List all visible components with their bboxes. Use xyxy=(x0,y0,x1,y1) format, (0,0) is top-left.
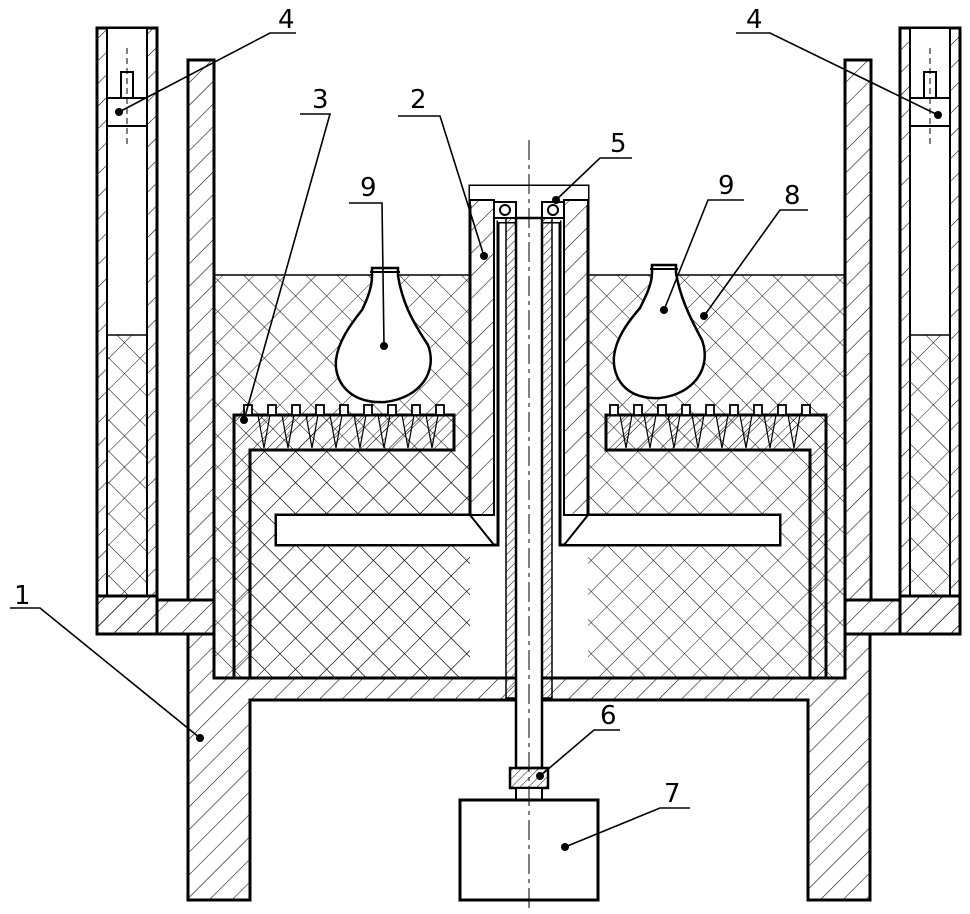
label-pipe: 2 xyxy=(410,85,427,115)
label-workpiece-left: 9 xyxy=(360,173,377,203)
label-housing: 1 xyxy=(14,581,31,611)
label-bearing: 5 xyxy=(610,129,627,159)
right-inner-column xyxy=(845,60,871,600)
label-level-right: 4 xyxy=(746,5,763,35)
left-level-tube xyxy=(97,28,157,634)
right-shoulder xyxy=(845,596,960,634)
left-inner-column xyxy=(188,60,214,600)
right-level-tube xyxy=(900,28,960,634)
label-coupling: 6 xyxy=(600,701,617,731)
label-level-left: 4 xyxy=(278,5,295,35)
label-workpiece-right: 9 xyxy=(718,171,735,201)
label-motor: 7 xyxy=(664,779,681,809)
label-stand: 3 xyxy=(312,85,329,115)
label-medium: 8 xyxy=(784,181,801,211)
left-shoulder xyxy=(97,596,214,634)
